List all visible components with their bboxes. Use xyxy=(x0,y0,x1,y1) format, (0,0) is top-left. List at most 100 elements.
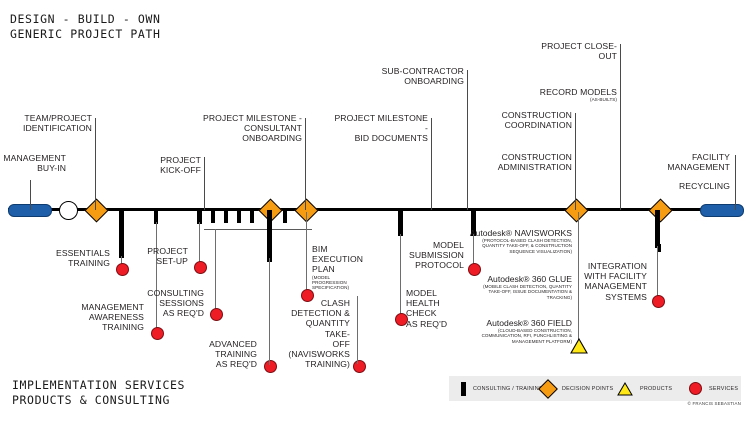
consulting-tick xyxy=(250,210,254,223)
consulting-bar-model-submission-protocol xyxy=(471,210,476,236)
decision-point-facility-management[interactable] xyxy=(648,198,673,223)
product-sub-text: (CLOUD-BASED CONSTRUCTION, COMMUNICATION… xyxy=(481,328,572,344)
label-text: CONSTRUCTION COORDINATION xyxy=(501,110,572,131)
legend-item-decision-points: DECISION POINTS xyxy=(538,376,614,401)
leader-bid-documents xyxy=(431,118,433,210)
consulting-tick xyxy=(657,244,661,252)
label-advanced-training: ADVANCED TRAINING AS REQ'D xyxy=(193,339,257,370)
label-text: MANAGEMENT AWARENESS TRAINING xyxy=(81,302,144,333)
bar-icon xyxy=(461,381,466,396)
label-text: TEAM/PROJECT IDENTIFICATION xyxy=(22,113,92,134)
leader-facility-management xyxy=(735,155,737,210)
leader-construction-coordination xyxy=(575,113,577,210)
service-dot-bim-execution-plan[interactable] xyxy=(301,289,314,302)
label-facility-management: FACILITY MANAGEMENT xyxy=(648,152,730,172)
consulting-bar-clash-detection xyxy=(267,210,272,262)
footer-line-2: PRODUCTS & CONSULTING xyxy=(12,393,170,407)
service-dot-advanced-training[interactable] xyxy=(264,360,277,373)
label-sub-text: (AS-BUILTS) xyxy=(589,97,617,103)
service-dot-consulting-sessions[interactable] xyxy=(210,308,223,321)
stem-products-column xyxy=(578,212,580,352)
timeline-end-cap xyxy=(700,204,744,217)
service-dot-model-health-check[interactable] xyxy=(395,313,408,326)
title-line-1: DESIGN - BUILD - OWN xyxy=(10,12,161,26)
label-recycling: RECYCLING xyxy=(648,181,730,191)
leader-management-buy-in xyxy=(30,180,32,210)
label-text: RECORD MODELS xyxy=(539,87,617,97)
service-dot-clash-detection[interactable] xyxy=(353,360,366,373)
label-bim-execution-plan: BIM EXECUTION PLAN (MODEL PROGRESSION SP… xyxy=(312,244,372,291)
product-autodesk-360-glue: Autodesk® 360 GLUE (MOBILE CLASH DETECTI… xyxy=(462,274,572,300)
label-text: MODEL HEALTH CHECK AS REQ'D xyxy=(406,288,448,329)
title-line-2: GENERIC PROJECT PATH xyxy=(10,27,161,41)
legend-item-products: PRODUCTS xyxy=(617,376,672,401)
service-dot-integration-facility-mgmt[interactable] xyxy=(652,295,665,308)
label-project-set-up: PROJECT SET-UP xyxy=(128,246,188,266)
stem-model-health-check xyxy=(400,234,402,316)
legend-label: PRODUCTS xyxy=(640,385,673,392)
stem-model-submission-protocol xyxy=(473,234,475,266)
label-sub-contractor-onboarding: SUB-CONTRACTOR ONBOARDING xyxy=(378,66,464,86)
service-dot-model-submission-protocol[interactable] xyxy=(468,263,481,276)
leader-sub-contractor-onboarding xyxy=(467,70,469,210)
product-sub-text: (MOBILE CLASH DETECTION, QUANTITY TAKE-O… xyxy=(483,284,572,300)
leader-consultant-onboarding xyxy=(305,118,307,210)
label-text: MODEL SUBMISSION PROTOCOL xyxy=(409,240,464,271)
footer-line-1: IMPLEMENTATION SERVICES xyxy=(12,378,186,392)
legend-label: DECISION POINTS xyxy=(562,385,614,392)
consulting-bar-management-awareness-training xyxy=(154,210,158,224)
label-record-models: RECORD MODELS (AS-BUILTS) xyxy=(528,87,617,103)
decision-point-project-close-out[interactable] xyxy=(564,198,589,223)
consulting-bar-essentials-training xyxy=(119,210,124,258)
label-text: ADVANCED TRAINING AS REQ'D xyxy=(209,339,257,370)
product-autodesk-navisworks: Autodesk® NAVISWORKS (PROTOCOL-BASED CLA… xyxy=(462,228,572,254)
product-sub-text: (PROTOCOL-BASED CLASH DETECTION, QUANTIT… xyxy=(482,238,572,254)
stem-clash-detection-b xyxy=(357,296,359,364)
product-triangle-marker[interactable] xyxy=(570,338,588,354)
label-project-kick-off: PROJECT KICK-OFF xyxy=(138,155,201,175)
service-dot-management-awareness-training[interactable] xyxy=(151,327,164,340)
stem-bim-execution-plan xyxy=(306,212,308,292)
label-model-submission-protocol: MODEL SUBMISSION PROTOCOL xyxy=(404,240,464,271)
leader-project-close-out xyxy=(620,44,622,210)
label-construction-administration: CONSTRUCTION ADMINISTRATION xyxy=(489,152,572,172)
label-text: SUB-CONTRACTOR ONBOARDING xyxy=(381,66,464,87)
footer-title: IMPLEMENTATION SERVICES PRODUCTS & CONSU… xyxy=(12,378,432,408)
timeline-spine xyxy=(8,208,742,211)
label-text: ESSENTIALS TRAINING xyxy=(55,248,110,269)
service-dot-project-set-up[interactable] xyxy=(194,261,207,274)
label-text: CLASH DETECTION & QUANTITY TAKE- OFF (NA… xyxy=(288,298,350,370)
label-text: INTEGRATION WITH FACILITY MANAGEMENT SYS… xyxy=(584,261,647,302)
consulting-cluster-connector xyxy=(204,229,312,231)
product-name: Autodesk® 360 GLUE xyxy=(487,274,572,284)
label-text: PROJECT SET-UP xyxy=(147,246,188,267)
product-name: Autodesk® 360 FIELD xyxy=(486,318,572,328)
label-essentials-training: ESSENTIALS TRAINING xyxy=(48,248,110,268)
legend-label: SERVICES xyxy=(709,385,739,392)
stem-essentials-training xyxy=(121,256,123,266)
stem-management-awareness-training xyxy=(156,222,158,330)
label-project-milestone-consultant-onboarding: PROJECT MILESTONE - CONSULTANT ONBOARDIN… xyxy=(190,113,302,144)
label-team-project-identification: TEAM/PROJECT IDENTIFICATION xyxy=(10,113,92,133)
product-name: Autodesk® NAVISWORKS xyxy=(469,228,572,238)
label-sub-text: (MODEL PROGRESSION SPECIFICATION) xyxy=(312,274,350,291)
leader-team-project-identification xyxy=(95,118,97,210)
diamond-icon xyxy=(538,378,558,399)
start-circle-node xyxy=(59,201,78,220)
label-text: PROJECT MILESTONE - CONSULTANT ONBOARDIN… xyxy=(203,113,302,144)
leader-project-kick-off xyxy=(204,157,206,210)
triangle-icon xyxy=(570,338,588,354)
legend-item-consulting-training: CONSULTING / TRAINING xyxy=(461,376,543,401)
triangle-icon xyxy=(617,381,633,395)
decision-point-team-project-identification[interactable] xyxy=(84,198,109,223)
consulting-tick xyxy=(237,210,241,223)
label-text: PROJECT KICK-OFF xyxy=(160,155,201,176)
consulting-tick xyxy=(211,210,215,223)
stem-integration-facility-mgmt xyxy=(657,246,659,298)
service-dot-essentials-training[interactable] xyxy=(116,263,129,276)
label-text: BIM EXECUTION PLAN xyxy=(312,244,364,275)
page-title: DESIGN - BUILD - OWN GENERIC PROJECT PAT… xyxy=(10,12,430,42)
legend-item-services: SERVICES xyxy=(689,376,738,401)
label-text: PROJECT MILESTONE - BID DOCUMENTS xyxy=(334,113,428,144)
